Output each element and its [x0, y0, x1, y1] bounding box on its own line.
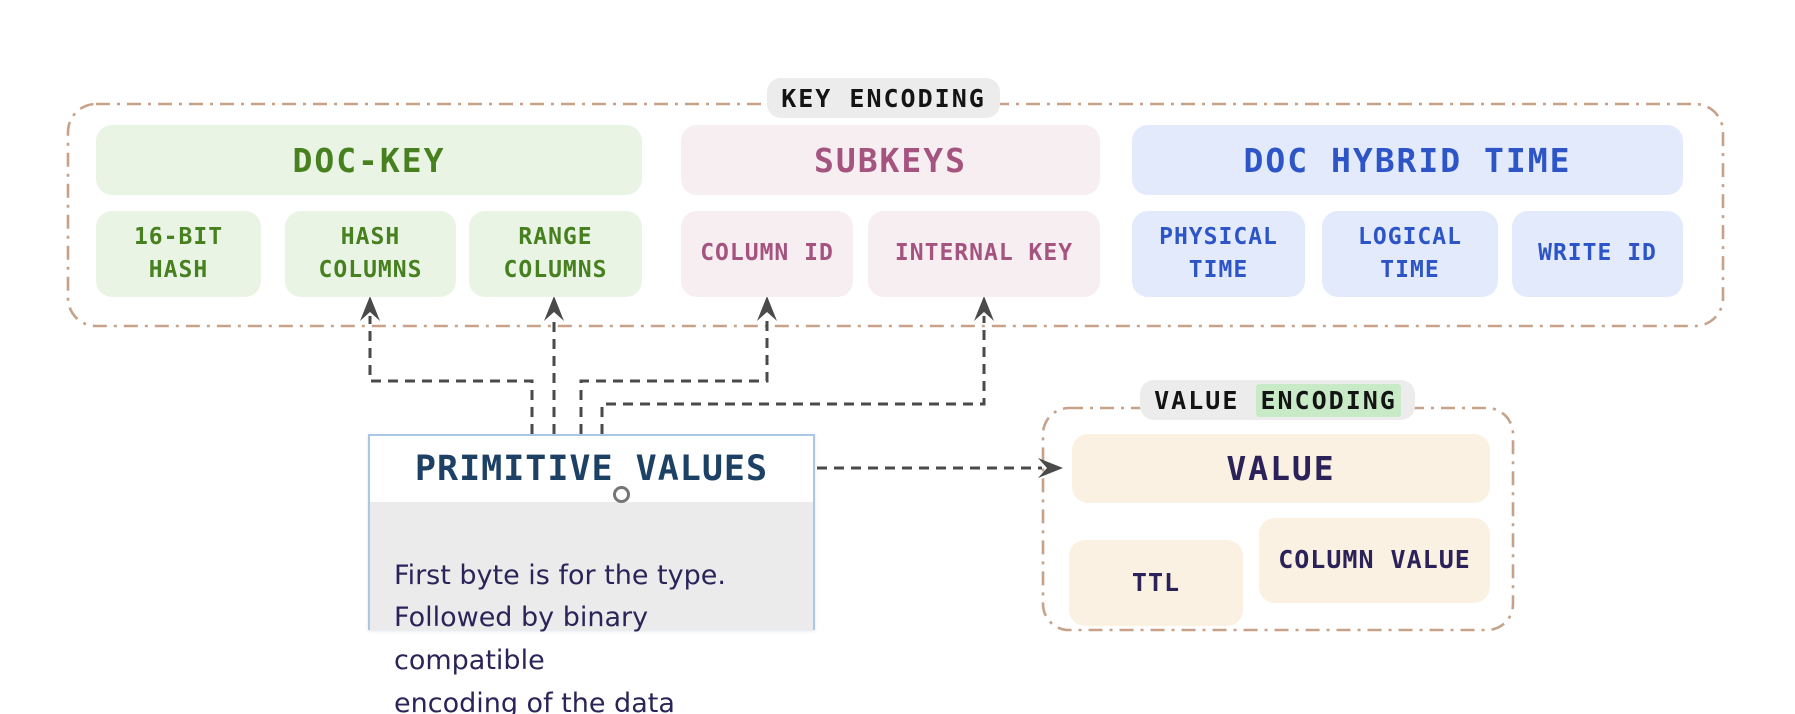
- box-16-bit-hash: 16-BIT HASH: [96, 211, 261, 297]
- subkeys-header: SUBKEYS: [681, 125, 1100, 195]
- box-column-id: COLUMN ID: [681, 211, 853, 297]
- subkeys-title: SUBKEYS: [813, 140, 968, 180]
- label-internal-key: INTERNAL KEY: [894, 240, 1074, 267]
- primitive-values-title: PRIMITIVE VALUES: [370, 436, 813, 502]
- box-internal-key: INTERNAL KEY: [868, 211, 1100, 297]
- value-header: VALUE: [1072, 434, 1490, 503]
- value-encoding-label-plain: VALUE: [1154, 385, 1257, 415]
- label-16-bit-hash: 16-BIT HASH: [133, 223, 224, 283]
- label-write-id: WRITE ID: [1538, 240, 1657, 267]
- value-title: VALUE: [1226, 449, 1336, 488]
- doc-hybrid-time-header: DOC HYBRID TIME: [1132, 125, 1683, 195]
- box-logical-time: LOGICAL TIME: [1322, 211, 1498, 297]
- arrow-line-to-column-id: [579, 316, 769, 434]
- box-column-value: COLUMN VALUE: [1259, 518, 1490, 603]
- doc-key-title: DOC-KEY: [292, 140, 446, 180]
- box-range-columns: RANGE COLUMNS: [469, 211, 642, 297]
- arrowhead-range-columns: [544, 296, 564, 321]
- arrow-line-to-internal-key: [600, 316, 986, 434]
- box-write-id: WRITE ID: [1512, 211, 1683, 297]
- label-range-columns: RANGE COLUMNS: [503, 223, 608, 283]
- label-ttl: TTL: [1131, 567, 1181, 597]
- label-physical-time: PHYSICAL TIME: [1159, 223, 1278, 283]
- label-logical-time: LOGICAL TIME: [1358, 223, 1462, 283]
- arrowhead-internal-key: [974, 296, 994, 321]
- arrowhead-hash-columns: [360, 296, 380, 321]
- arrowhead-column-id: [757, 296, 777, 321]
- box-physical-time: PHYSICAL TIME: [1132, 211, 1305, 297]
- arrowhead-value: [1038, 458, 1063, 478]
- primitive-values-node: PRIMITIVE VALUES First byte is for the t…: [368, 434, 815, 714]
- label-hash-columns: HASH COLUMNS: [318, 223, 423, 283]
- key-encoding-dashed-border: [66, 102, 1725, 328]
- label-column-id: COLUMN ID: [700, 240, 834, 267]
- connector-handle-circle: [613, 486, 630, 503]
- value-encoding-label-highlight: ENCODING: [1256, 383, 1401, 417]
- doc-key-header: DOC-KEY: [96, 125, 642, 195]
- box-hash-columns: HASH COLUMNS: [285, 211, 456, 297]
- value-encoding-label: VALUE ENCODING: [1140, 380, 1415, 420]
- primitive-values-description-text: First byte is for the type. Followed by …: [394, 559, 726, 714]
- arrow-line-to-hash-columns: [368, 316, 534, 434]
- label-column-value: COLUMN VALUE: [1278, 545, 1471, 575]
- primitive-values-title-text: PRIMITIVE VALUES: [414, 449, 769, 489]
- primitive-values-description: First byte is for the type. Followed by …: [370, 502, 813, 714]
- box-ttl: TTL: [1069, 540, 1243, 626]
- key-encoding-label-text: KEY ENCODING: [781, 83, 986, 113]
- doc-hybrid-time-title: DOC HYBRID TIME: [1243, 140, 1572, 180]
- key-encoding-label: KEY ENCODING: [767, 78, 1000, 118]
